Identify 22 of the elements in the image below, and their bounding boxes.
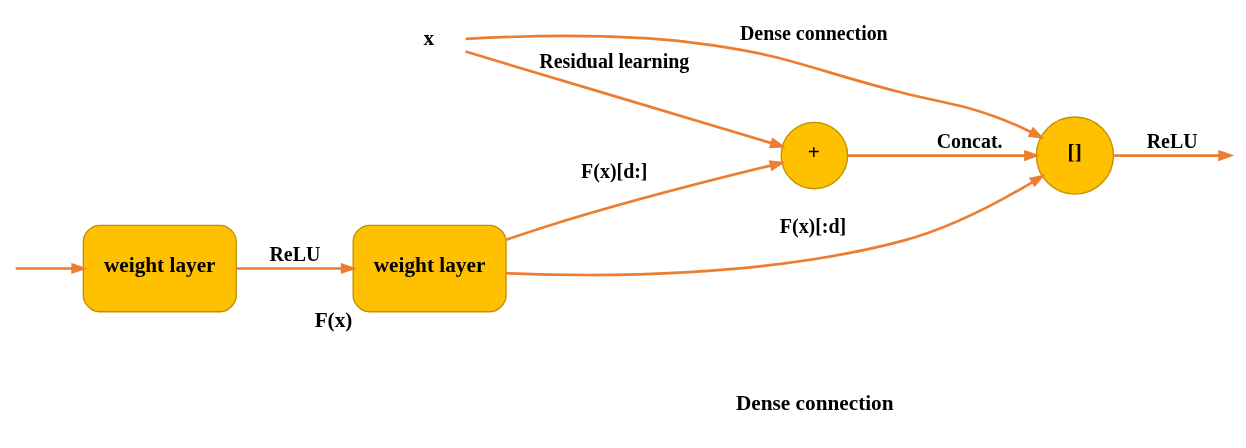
edge-label: F(x)[:d] (779, 214, 847, 237)
node-label: F(x) (314, 308, 353, 333)
arrow (15, 262, 88, 275)
arrow (506, 174, 1046, 277)
arrow (1113, 149, 1235, 162)
arrow (505, 160, 786, 241)
node-circle: + (780, 121, 849, 190)
arrow (465, 34, 1045, 139)
edge-label: Dense connection (739, 21, 888, 44)
node-text: x (423, 25, 435, 50)
node-box: weight layer (82, 224, 237, 313)
edge-label: Residual learning (539, 49, 690, 72)
node-box: weight layer (352, 224, 507, 313)
edge-label: F(x)[d:] (581, 160, 648, 183)
arrow (465, 50, 786, 149)
edge-label: ReLU (1146, 129, 1198, 152)
arrow (847, 149, 1041, 162)
arrow (236, 262, 357, 275)
edge-label: Concat. (936, 129, 1003, 152)
node-circle: [] (1035, 116, 1115, 195)
label: Dense connection (735, 391, 894, 416)
edge-label: ReLU (269, 242, 321, 265)
